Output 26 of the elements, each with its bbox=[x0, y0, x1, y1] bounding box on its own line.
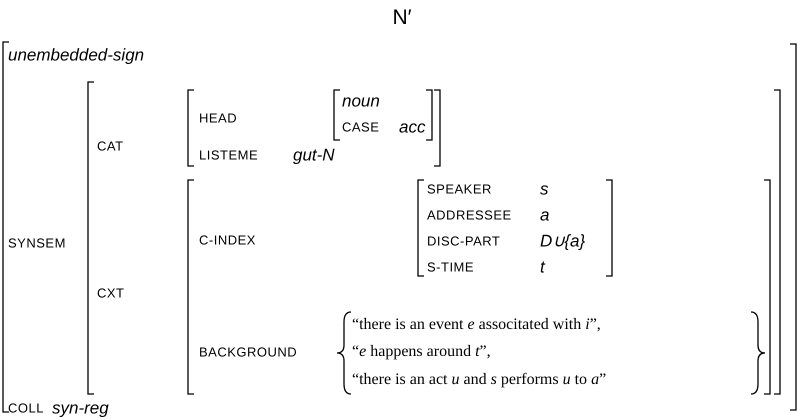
attribute-name: CXT bbox=[97, 286, 124, 300]
attribute-value: acc bbox=[399, 118, 426, 136]
attribute-name: BACKGROUND bbox=[199, 346, 298, 358]
attribute-name: LISTEME bbox=[199, 148, 258, 162]
list-item-text: “there is an event e associtated with i”, bbox=[352, 317, 601, 333]
attribute-value: s bbox=[540, 180, 548, 198]
attribute-value: a bbox=[540, 206, 550, 224]
title: N′ bbox=[391, 6, 413, 30]
attribute-value: unembedded-sign bbox=[8, 46, 144, 64]
attribute-name: CAT bbox=[97, 140, 124, 152]
attribute-name: SPEAKER bbox=[427, 182, 492, 196]
attribute-value: D∪{a} bbox=[540, 232, 586, 250]
attribute-value: t bbox=[540, 258, 545, 276]
attribute-name: HEAD bbox=[199, 112, 238, 124]
attribute-name: C-INDEX bbox=[199, 234, 256, 246]
attribute-value: syn-reg bbox=[52, 400, 109, 416]
attribute-name: SYNSEM bbox=[8, 236, 66, 250]
list-item-text: “e happens around t”, bbox=[352, 344, 491, 360]
list-item-text: “there is an act u and s performs u to a” bbox=[352, 372, 606, 388]
attribute-value: gut-N bbox=[293, 146, 335, 164]
attribute-name: ADDRESSEE bbox=[427, 208, 512, 222]
attribute-name: S-TIME bbox=[427, 260, 474, 274]
attribute-name: CASE bbox=[342, 120, 380, 134]
attribute-value: noun bbox=[342, 92, 380, 110]
attribute-name: DISC-PART bbox=[427, 234, 500, 248]
attribute-name: COLL bbox=[8, 402, 44, 414]
